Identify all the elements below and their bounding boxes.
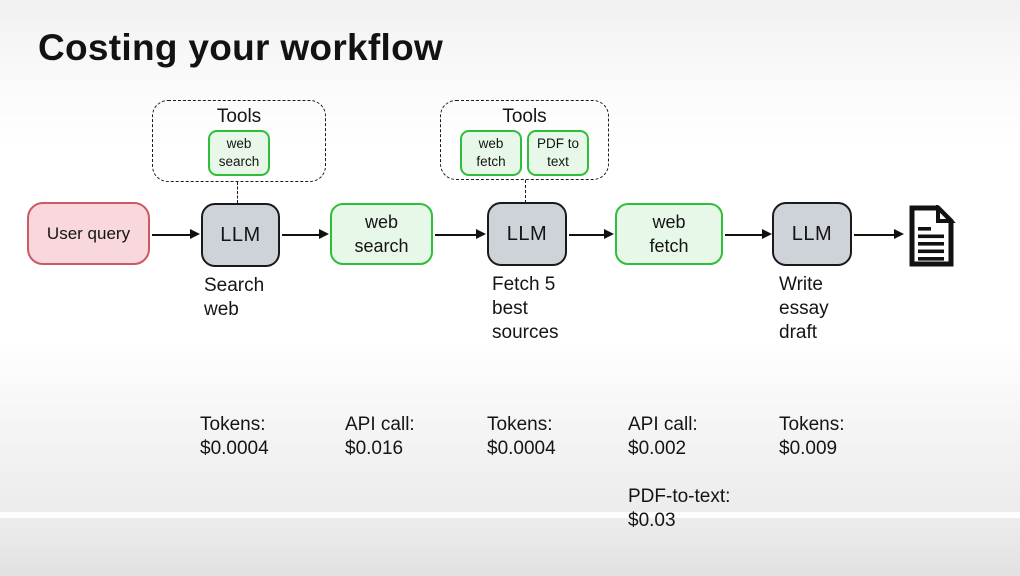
tools-connector-1	[237, 182, 238, 203]
cost-label: API call:	[345, 414, 415, 435]
slide-divider-strip	[0, 512, 1020, 518]
tool-chip-web-search: web search	[208, 130, 270, 176]
arrow-websearch-to-llm2	[435, 228, 486, 240]
cost-value: $0.0004	[200, 437, 269, 459]
cost-label: Tokens:	[200, 414, 266, 435]
tools-connector-2	[525, 180, 526, 203]
cost-webfetch-api: API call: $0.002	[628, 413, 698, 460]
tools-chip-row: web fetch PDF to text	[460, 130, 589, 176]
tools-chip-row: web search	[208, 130, 270, 176]
tools-group-title: Tools	[216, 106, 262, 127]
caption-fetch-sources: Fetch 5 best sources	[492, 274, 559, 343]
cost-value: $0.009	[779, 437, 838, 459]
page-title: Costing your workflow	[38, 27, 444, 68]
cost-pdf-to-text: PDF-to-text: $0.03	[628, 485, 730, 532]
cost-value: $0.0004	[487, 437, 556, 459]
cost-llm1-tokens: Tokens: $0.0004	[200, 413, 269, 460]
node-web-search: web search	[330, 203, 433, 265]
arrow-llm3-to-document	[854, 228, 904, 240]
cost-value: $0.016	[345, 437, 404, 459]
tools-group-title: Tools	[502, 106, 547, 127]
node-llm-search: LLM	[201, 203, 280, 267]
cost-label: Tokens:	[779, 414, 845, 435]
cost-websearch-api: API call: $0.016	[345, 413, 415, 460]
arrow-llm1-to-websearch	[282, 228, 329, 240]
arrow-user-to-llm1	[152, 228, 200, 240]
cost-llm3-tokens: Tokens: $0.009	[779, 413, 844, 460]
cost-llm2-tokens: Tokens: $0.0004	[487, 413, 556, 460]
tool-chip-pdf-to-text: PDF to text	[527, 130, 589, 176]
document-icon	[909, 205, 956, 267]
tool-chip-web-fetch: web fetch	[460, 130, 522, 176]
tools-group-search: Tools web search	[152, 100, 326, 182]
cost-label: PDF-to-text:	[628, 486, 731, 507]
node-llm-fetch: LLM	[487, 202, 567, 266]
arrow-llm2-to-webfetch	[569, 228, 614, 240]
caption-write-draft: Write essay draft	[779, 274, 829, 343]
node-llm-write: LLM	[772, 202, 852, 266]
cost-label: API call:	[628, 414, 698, 435]
slide-bottom-band	[0, 518, 1020, 576]
cost-value: $0.002	[628, 437, 687, 459]
cost-value: $0.03	[628, 509, 676, 531]
caption-search-web: Search web	[204, 275, 265, 320]
tools-group-fetch: Tools web fetch PDF to text	[440, 100, 609, 180]
cost-label: Tokens:	[487, 414, 553, 435]
node-web-fetch: web fetch	[615, 203, 723, 265]
arrow-webfetch-to-llm3	[725, 228, 772, 240]
node-user-query: User query	[27, 202, 150, 265]
